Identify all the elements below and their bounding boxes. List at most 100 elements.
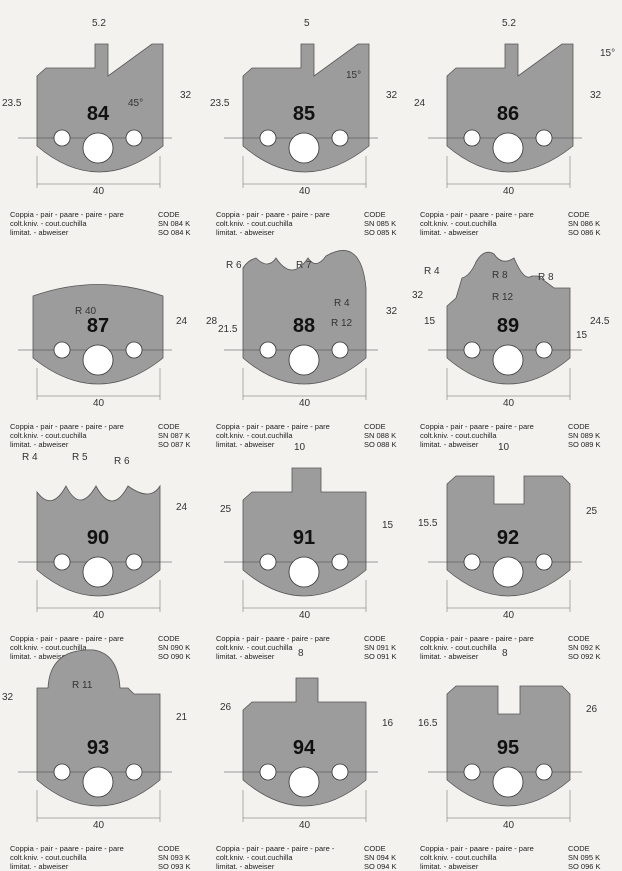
caption-pair-label: Coppia - pair - paare - paire - pare — [10, 634, 124, 643]
so-code: SO 089 K — [568, 440, 601, 449]
dimension-label: 16.5 — [418, 718, 438, 729]
center-hole — [82, 344, 114, 376]
dimension-label: 32 — [2, 692, 14, 703]
dimension-label: 40 — [93, 186, 105, 197]
so-code: SO 088 K — [364, 440, 397, 449]
caption-pair-label: Coppia - pair - paare - paire - pare — [10, 210, 124, 219]
code-label: CODE — [158, 422, 180, 431]
dimension-label: R 4 — [424, 266, 440, 277]
dimension-label: 15° — [346, 70, 361, 81]
caption-knife-label: colt.kniv. - cout.cuchilla — [420, 219, 497, 228]
small-hole-right — [535, 763, 553, 781]
dimension-label: R 6 — [114, 456, 130, 467]
dimension-label: 32 — [180, 90, 192, 101]
dimension-label: 15 — [576, 330, 588, 341]
dimension-label: R 12 — [331, 318, 353, 329]
small-hole-right — [331, 129, 349, 147]
small-hole-left — [463, 341, 481, 359]
dimension-label: 26 — [220, 702, 232, 713]
small-hole-left — [259, 553, 277, 571]
dimension-label: 5.2 — [502, 18, 516, 29]
dimension-label: 5 — [304, 18, 310, 29]
dimension-label: 40 — [299, 820, 311, 831]
sn-code: SN 087 K — [158, 431, 191, 440]
dimension-label: 32 — [386, 90, 398, 101]
caption-limiter-label: limitat. - abweiser — [10, 228, 69, 237]
profile-number: 93 — [87, 737, 109, 759]
center-hole — [288, 132, 320, 164]
so-code: SO 090 K — [158, 652, 191, 661]
sn-code: SN 084 K — [158, 219, 191, 228]
center-hole — [492, 556, 524, 588]
dimension-label: 24.5 — [590, 316, 610, 327]
dimension-label: 15 — [382, 520, 394, 531]
profile-number: 87 — [87, 315, 109, 337]
caption-limiter-label: limitat. - abweiser — [10, 862, 69, 871]
small-hole-right — [535, 341, 553, 359]
caption-pair-label: Coppia - pair - paare - paire - pare — [420, 210, 534, 219]
caption-knife-label: colt.kniv. - cout.cuchilla — [10, 431, 87, 440]
small-hole-right — [331, 341, 349, 359]
code-label: CODE — [364, 634, 386, 643]
center-hole — [288, 344, 320, 376]
sn-code: SN 086 K — [568, 219, 601, 228]
dimension-label: 21.5 — [218, 324, 238, 335]
so-code: SO 092 K — [568, 652, 601, 661]
profile-number: 91 — [293, 527, 315, 549]
caption-pair-label: Coppia - pair - paare - paire - pare — [10, 422, 124, 431]
caption-limiter-label: limitat. - abweiser — [216, 862, 275, 871]
dimension-label: 8 — [298, 648, 304, 659]
dimension-label: 25 — [220, 504, 232, 515]
caption-limiter-label: limitat. - abweiser — [216, 228, 275, 237]
dimension-label: 40 — [503, 610, 515, 621]
dimension-label: 28 — [206, 316, 218, 327]
code-label: CODE — [568, 210, 590, 219]
dimension-label: R 8 — [492, 270, 508, 281]
code-label: CODE — [364, 210, 386, 219]
knife-blank-shape — [32, 284, 164, 385]
dimension-label: 32 — [412, 290, 424, 301]
dimension-label: 23.5 — [210, 98, 230, 109]
dimension-label: R 6 — [226, 260, 242, 271]
dimension-label: 21 — [176, 712, 188, 723]
sn-code: SN 095 K — [568, 853, 601, 862]
caption-pair-label: Coppia - pair - paare - paire - pare — [216, 210, 330, 219]
profile-number: 94 — [293, 737, 316, 759]
dimension-label: 40 — [299, 398, 311, 409]
center-hole — [492, 344, 524, 376]
dimension-label: 15° — [600, 48, 615, 59]
profile-number: 89 — [497, 315, 519, 337]
dimension-label: R 40 — [75, 306, 97, 317]
caption-pair-label: Coppia - pair - paare - paire - pare — [420, 422, 534, 431]
center-hole — [492, 766, 524, 798]
small-hole-left — [53, 341, 71, 359]
center-hole — [288, 766, 320, 798]
dimension-label: 10 — [498, 442, 510, 453]
dimension-label: R 8 — [538, 272, 554, 283]
caption-pair-label: Coppia - pair - paare - paire - pare — [216, 634, 330, 643]
caption-limiter-label: limitat. - abweiser — [420, 652, 479, 661]
caption-knife-label: colt.kniv. - cout.cuchilla — [10, 853, 87, 862]
profile-number: 95 — [497, 737, 519, 759]
sn-code: SN 091 K — [364, 643, 397, 652]
caption-knife-label: colt.kniv. - cout.cuchilla — [216, 431, 293, 440]
center-hole — [82, 766, 114, 798]
small-hole-left — [259, 129, 277, 147]
dimension-label: 24 — [414, 98, 426, 109]
center-hole — [82, 132, 114, 164]
dimension-label: 40 — [93, 610, 105, 621]
small-hole-right — [331, 763, 349, 781]
center-hole — [492, 132, 524, 164]
caption-limiter-label: limitat. - abweiser — [420, 440, 479, 449]
caption-knife-label: colt.kniv. - cout.cuchilla — [420, 643, 497, 652]
